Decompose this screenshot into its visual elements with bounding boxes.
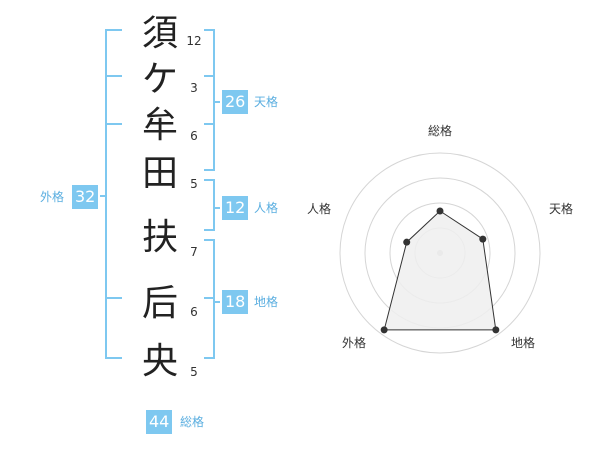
jinkaku-label: 人格	[254, 201, 279, 215]
stroke-count-2: 3	[190, 81, 198, 95]
radar-shape	[383, 210, 497, 331]
radar-label-chikaku: 地格	[511, 336, 536, 350]
name-char-6: 后	[141, 283, 178, 324]
gaikaku-bracket	[105, 29, 122, 359]
soukaku-value: 44	[146, 410, 173, 434]
radar-point	[436, 207, 444, 215]
stroke-count-7: 5	[190, 365, 198, 379]
stroke-count-5: 7	[190, 245, 198, 259]
gaikaku-value: 32	[72, 185, 99, 209]
tenkaku-bracket	[204, 29, 215, 171]
tenkaku-value: 26	[222, 90, 249, 114]
jinkaku-value: 12	[222, 196, 249, 220]
name-char-7: 央	[141, 341, 178, 382]
name-char-5: 扶	[141, 217, 178, 258]
radar-ring	[339, 152, 541, 354]
name-char-2: ケ	[141, 59, 178, 100]
chikaku-label: 地格	[254, 295, 279, 309]
name-char-3: 牟	[141, 105, 178, 146]
radar-point	[380, 326, 388, 334]
radar-label-tenkaku: 天格	[549, 202, 574, 216]
radar-point	[479, 235, 487, 243]
radar-label-gaikaku: 外格	[342, 336, 367, 350]
radar-point	[492, 326, 500, 334]
gaikaku-label: 外格	[40, 190, 65, 204]
stroke-count-3: 6	[190, 129, 198, 143]
radar-label-soukaku: 総格	[428, 124, 453, 138]
stroke-count-6: 6	[190, 305, 198, 319]
jinkaku-bracket	[204, 179, 215, 231]
stroke-count-1: 12	[186, 34, 202, 48]
chikaku-value: 18	[222, 290, 249, 314]
soukaku-label: 総格	[180, 415, 205, 429]
radar-point	[403, 238, 411, 246]
tenkaku-label: 天格	[254, 95, 279, 109]
radar-label-jinkaku: 人格	[307, 202, 332, 216]
name-char-1: 須	[141, 13, 178, 54]
name-char-4: 田	[141, 153, 178, 194]
stroke-count-4: 5	[190, 177, 198, 191]
